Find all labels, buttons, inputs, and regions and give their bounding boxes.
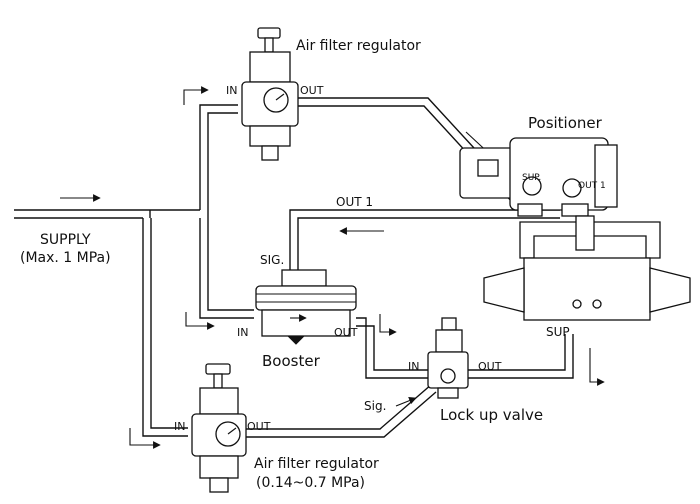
- afr-bottom-range-label: (0.14~0.7 MPa): [256, 475, 365, 491]
- positioner-label: Positioner: [528, 114, 603, 132]
- bottom-regulator-to-lockup-pipe: [246, 383, 437, 438]
- lockup-out-label: OUT: [478, 360, 502, 373]
- afr-bottom-out-label: OUT: [247, 420, 271, 433]
- supply-label: SUPPLY: [40, 232, 91, 248]
- positioner-sup-label: SUP.: [522, 173, 541, 183]
- actuator: [483, 215, 691, 321]
- lockup-to-actuator-pipe: [466, 334, 574, 379]
- supply-max-label: (Max. 1 MPa): [20, 250, 111, 266]
- air-filter-regulator-top: [241, 27, 299, 161]
- afr-bottom-in-label: IN: [174, 420, 185, 433]
- afr-top-label: Air filter regulator: [296, 38, 421, 54]
- booster-sig-label: SIG.: [260, 253, 284, 267]
- positioner-out1-label: OUT 1: [578, 181, 606, 191]
- positioner: [459, 137, 618, 217]
- afr-top-out-label: OUT: [300, 84, 324, 97]
- lockup-sig-label: Sig.: [364, 399, 386, 413]
- lockup-label: Lock up valve: [440, 406, 543, 424]
- actuator-sup-label: SUP: [546, 325, 570, 339]
- booster-in-label: IN: [237, 326, 248, 339]
- flow-arrows: [60, 86, 605, 449]
- booster-out-label: OUT: [334, 326, 358, 339]
- out1-signal-pipe: [289, 209, 560, 272]
- lockup-in-label: IN: [408, 360, 419, 373]
- booster-label: Booster: [262, 352, 321, 370]
- booster-to-lockup-pipe: [356, 317, 428, 379]
- supply-pipe: [14, 104, 254, 437]
- air-filter-regulator-bottom: [191, 363, 247, 493]
- lock-up-valve: [427, 317, 469, 399]
- out1-line-label: OUT 1: [336, 195, 373, 209]
- afr-bottom-label: Air filter regulator: [254, 456, 379, 472]
- afr-top-in-label: IN: [226, 84, 237, 97]
- booster: [255, 269, 357, 345]
